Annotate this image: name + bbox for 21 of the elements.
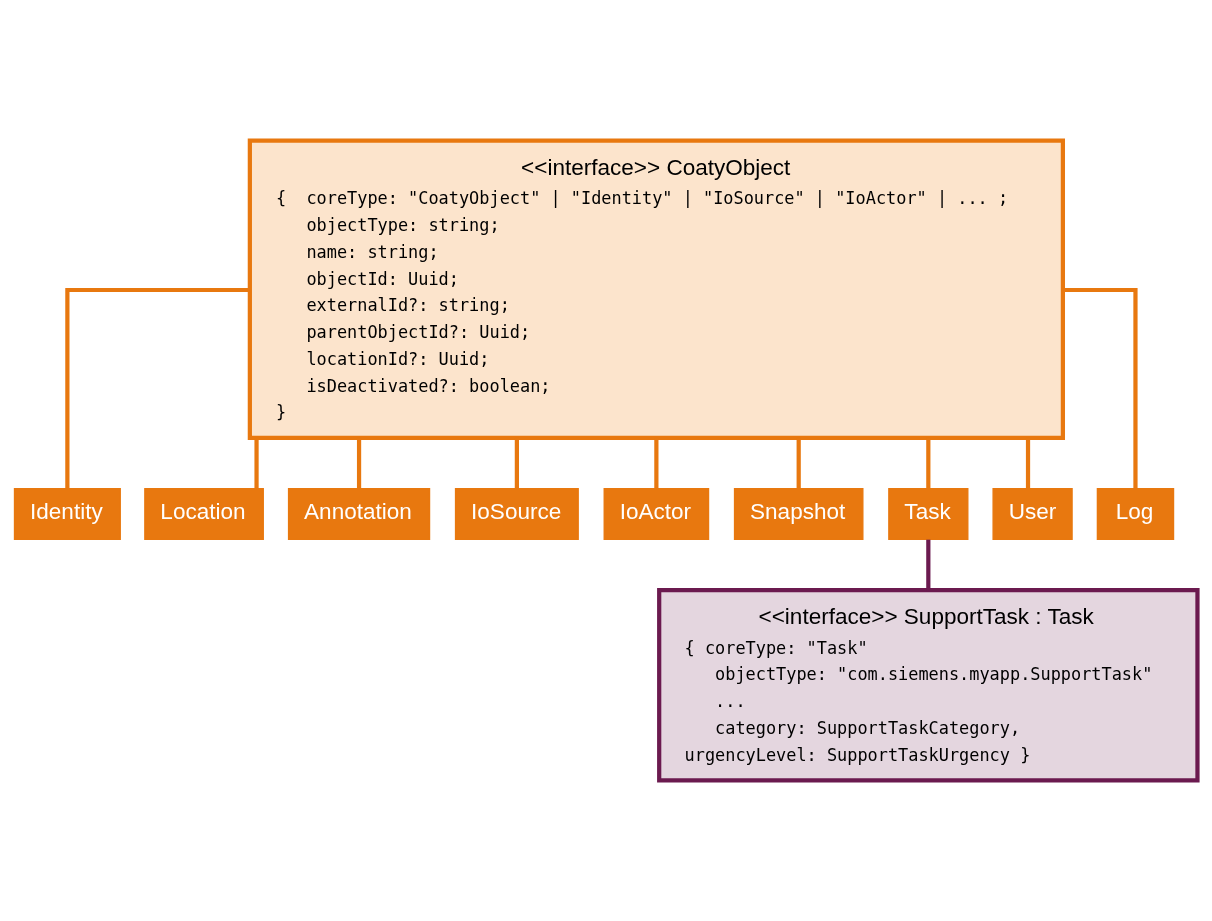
- node-box: <<interface>> CoatyObject { coreType: "CoatyObject" | "Identity" | "IoSource" | "IoActor" | ... ; objectType: string; name: string; objectId: Uuid; externalId?: string; parentObjectId?: Uuid; locationId?: Uuid; isDeactivated?: boolean; }: [247, 138, 1065, 441]
- connector: [65, 287, 250, 489]
- connector: [926, 437, 931, 489]
- node-box: Location: [144, 487, 264, 541]
- connector: [1063, 287, 1138, 489]
- node-box: User: [992, 487, 1073, 541]
- node-box: Task: [888, 487, 969, 541]
- connector: [356, 437, 362, 489]
- node-box: IoSource: [454, 487, 579, 541]
- node-box: IoActor: [603, 487, 710, 541]
- connector: [926, 539, 931, 591]
- node-box: Snapshot: [733, 487, 864, 541]
- node-box: <<interface>> SupportTask : Task { coreType: "Task" objectType: "com.siemens.myapp.SupportTask" ... category: SupportTaskCategory, urgencyLevel: SupportTaskUrgency }: [657, 588, 1200, 783]
- node-box: Log: [1096, 487, 1175, 541]
- node-box: Identity: [13, 487, 121, 541]
- connector: [654, 437, 659, 489]
- connector: [1025, 437, 1031, 489]
- node-box: Annotation: [287, 487, 431, 541]
- connector: [796, 437, 801, 489]
- connector: [514, 437, 519, 489]
- connector: [254, 437, 259, 489]
